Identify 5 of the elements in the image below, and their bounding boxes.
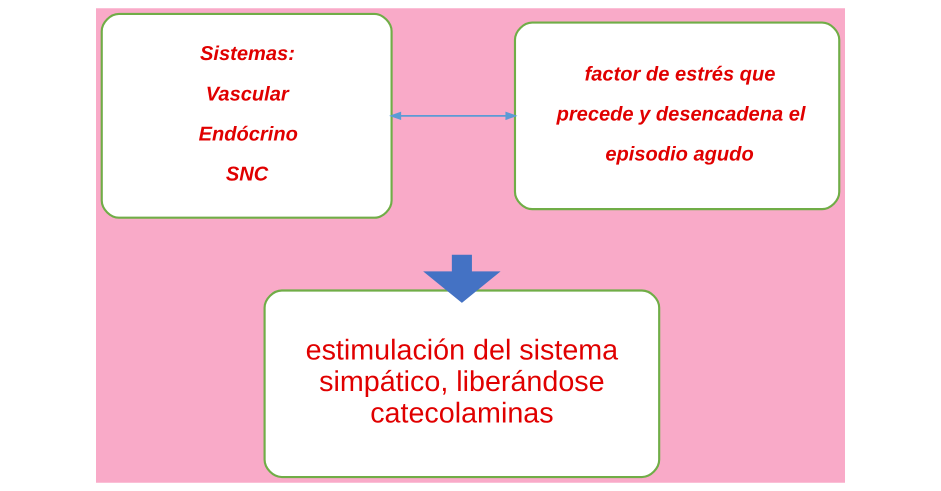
node-box: factor de estrés que precede y desencadena el episodio agudo — [514, 22, 840, 210]
node-box: Sistemas: Vascular Endócrino SNC — [100, 12, 393, 219]
node-box: estimulación del sistema simpático, liberándose catecolaminas — [264, 289, 660, 478]
arrow — [389, 112, 518, 120]
arrow — [423, 254, 501, 303]
